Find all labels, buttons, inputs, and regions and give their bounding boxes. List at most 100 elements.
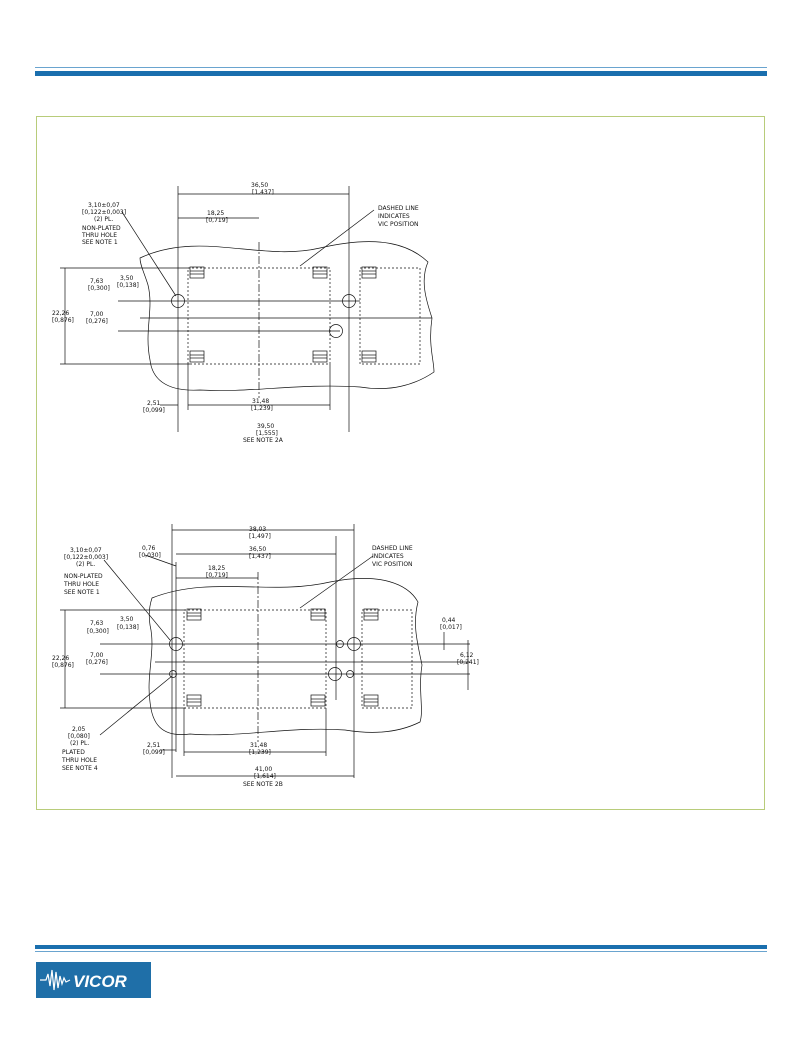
- a-dim-763: 7,63: [90, 278, 104, 285]
- b-dim-3650-in: [1,437]: [249, 553, 271, 560]
- b-hole-type-1: NON-PLATED: [64, 573, 103, 580]
- module-position-b-right: [361, 609, 413, 709]
- b-dim-700: 7,00: [90, 652, 104, 659]
- drawing-b-geometry: [60, 524, 470, 778]
- b-dashed-1: DASHED LINE: [372, 545, 413, 552]
- b-dashed-3: VIC POSITION: [372, 561, 413, 568]
- a-dim-251-in: [0,099]: [143, 407, 165, 414]
- a-hole-qty: (2) PL.: [94, 216, 113, 223]
- b-plated-type-1: PLATED: [62, 749, 85, 756]
- a-hole-note: SEE NOTE 1: [82, 239, 118, 246]
- b-plated-dia-in: [0,080]: [68, 733, 90, 740]
- b-dim-763-in: [0,300]: [87, 628, 109, 635]
- a-dim-251: 2,51: [147, 400, 161, 407]
- a-dim-700: 7,00: [90, 311, 104, 318]
- a-dim-350: 3,50: [120, 275, 134, 282]
- pin-pad: [363, 694, 379, 707]
- b-dim-4100: 41,00: [255, 766, 272, 773]
- b-dim-044: 0,44: [442, 617, 456, 624]
- b-hole-dia-in: [0,122±0,003]: [64, 554, 108, 561]
- b-hole-type-2: THRU HOLE: [63, 581, 99, 588]
- drawing-b-labels: 38,03 [1,497] 0,76 [0,030] 36,50 [1,437]…: [52, 526, 479, 788]
- pin-pad: [312, 266, 328, 279]
- b-dim-763: 7,63: [90, 620, 104, 627]
- a-half-width: 18,25: [207, 210, 224, 217]
- a-overall-width-in: [1,437]: [252, 189, 274, 196]
- b-dim-076-in: [0,030]: [139, 552, 161, 559]
- pin-pad: [363, 608, 379, 621]
- module-position-b: [183, 609, 327, 709]
- logo-text: VICOR: [73, 972, 128, 991]
- a-hole-type-2: THRU HOLE: [81, 232, 117, 239]
- b-dim-3650: 36,50: [249, 546, 266, 553]
- pin-pad: [361, 266, 377, 279]
- a-hole-dia: 3,10±0,07: [88, 202, 120, 209]
- b-hole-note: SEE NOTE 1: [64, 589, 100, 596]
- a-dim-763-in: [0,300]: [88, 285, 110, 292]
- pcb-outline-b: [148, 578, 423, 736]
- b-dim-350-in: [0,138]: [117, 624, 139, 631]
- a-dashed-1: DASHED LINE: [378, 205, 419, 212]
- pcb-outline-a: [139, 241, 435, 391]
- pin-pad: [189, 350, 205, 363]
- a-dashed-2: INDICATES: [378, 213, 410, 220]
- b-plated-type-2: THRU HOLE: [61, 757, 97, 764]
- a-half-width-in: [0,719]: [206, 217, 228, 224]
- footer-rule-thick: [35, 945, 767, 949]
- b-dim-076: 0,76: [142, 545, 156, 552]
- b-dim-2226-in: [0,876]: [52, 662, 74, 669]
- header-rule-thin: [35, 67, 767, 68]
- b-dim-350: 3,50: [120, 616, 134, 623]
- pin-pad: [310, 608, 326, 621]
- b-dim-251-in: [0,099]: [143, 749, 165, 756]
- a-dashed-3: VIC POSITION: [378, 221, 419, 228]
- b-dim-612-in: [0,241]: [457, 659, 479, 666]
- a-dim-3148-in: [1,239]: [251, 405, 273, 412]
- b-dashed-2: INDICATES: [372, 553, 404, 560]
- footer-rule-thin: [35, 951, 767, 952]
- vicor-logo: VICOR: [36, 962, 151, 998]
- pin-pad: [186, 694, 202, 707]
- a-overall-width: 36,50: [251, 182, 268, 189]
- b-dim-2226: 22,26: [52, 655, 69, 662]
- b-plated-note: SEE NOTE 4: [62, 765, 98, 772]
- drawing-a-geometry: [60, 186, 435, 432]
- b-plated-dia: 2,05: [72, 726, 86, 733]
- b-dim-3148: 31,48: [250, 742, 267, 749]
- a-dim-2226: 22,26: [52, 310, 69, 317]
- b-half-width: 18,25: [208, 565, 225, 572]
- a-dim-350-in: [0,138]: [117, 282, 139, 289]
- b-overall-width: 38,03: [249, 526, 266, 533]
- pin-pad: [310, 694, 326, 707]
- b-dim-700-in: [0,276]: [86, 659, 108, 666]
- a-dim-700-in: [0,276]: [86, 318, 108, 325]
- a-dim-3950-in: [1,555]: [256, 430, 278, 437]
- b-dim-251: 2,51: [147, 742, 161, 749]
- a-dim-3950-note: SEE NOTE 2A: [243, 437, 284, 444]
- b-dim-612: 6,12: [460, 652, 474, 659]
- b-hole-dia: 3,10±0,07: [70, 547, 102, 554]
- drawing-frame: [36, 116, 765, 810]
- a-hole-dia-in: [0,122±0,003]: [82, 209, 126, 216]
- pin-pad: [361, 350, 377, 363]
- b-dim-3148-in: [1,239]: [249, 749, 271, 756]
- b-half-width-in: [0,719]: [206, 572, 228, 579]
- waveform-icon: [40, 969, 71, 991]
- a-dim-3950: 39,50: [257, 423, 274, 430]
- a-dim-3148: 31,48: [252, 398, 269, 405]
- b-dim-4100-note: SEE NOTE 2B: [243, 781, 283, 788]
- pin-pad: [189, 266, 205, 279]
- b-dim-044-in: [0,017]: [440, 624, 462, 631]
- b-hole-qty: (2) PL.: [76, 561, 95, 568]
- a-hole-type-1: NON-PLATED: [82, 225, 121, 232]
- pin-pad: [186, 608, 202, 621]
- b-overall-width-in: [1,497]: [249, 533, 271, 540]
- b-dim-4100-in: [1,614]: [254, 773, 276, 780]
- pin-pad: [312, 350, 328, 363]
- a-dim-2226-in: [0,876]: [52, 317, 74, 324]
- module-position-a-right: [359, 267, 421, 365]
- header-rule-thick: [35, 71, 767, 76]
- b-plated-qty: (2) PL.: [70, 740, 89, 747]
- drawing-a-labels: 36,50 [1,437] 18,25 [0,719] 3,10±0,07 [0…: [52, 182, 419, 444]
